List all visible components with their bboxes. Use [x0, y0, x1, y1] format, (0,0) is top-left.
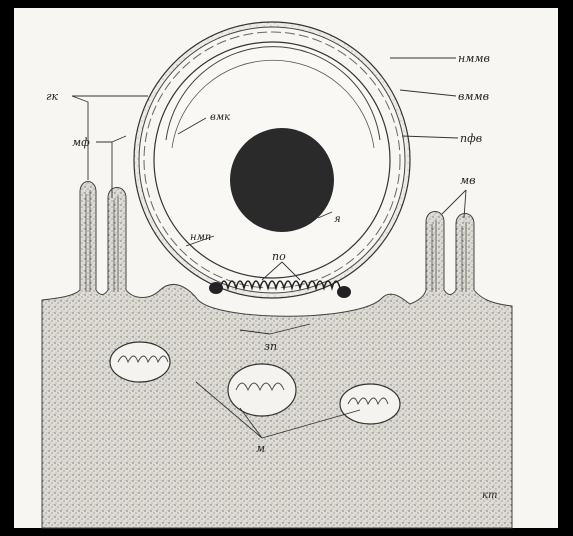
label-vmk: вмк	[210, 112, 230, 123]
dense-band-left	[209, 282, 223, 294]
mitochondrion-1	[110, 342, 170, 382]
label-nmp: нмп	[190, 232, 211, 243]
label-kt: кт	[482, 490, 497, 501]
label-gk: гк	[46, 90, 59, 103]
label-vmmv: вммв	[458, 90, 489, 103]
label-zp: зп	[264, 340, 277, 353]
label-m: м	[256, 442, 265, 455]
label-nmmv: нммв	[458, 52, 490, 65]
mitochondrion-2	[228, 364, 296, 416]
label-mv: мв	[460, 174, 476, 187]
label-mf: мф	[72, 136, 90, 149]
label-ya: я	[334, 214, 341, 225]
dense-band-right	[337, 286, 351, 298]
label-pfv: пфв	[460, 132, 482, 145]
label-po: по	[272, 250, 286, 263]
mitochondrion-3	[340, 384, 400, 424]
nucleus	[230, 128, 334, 232]
